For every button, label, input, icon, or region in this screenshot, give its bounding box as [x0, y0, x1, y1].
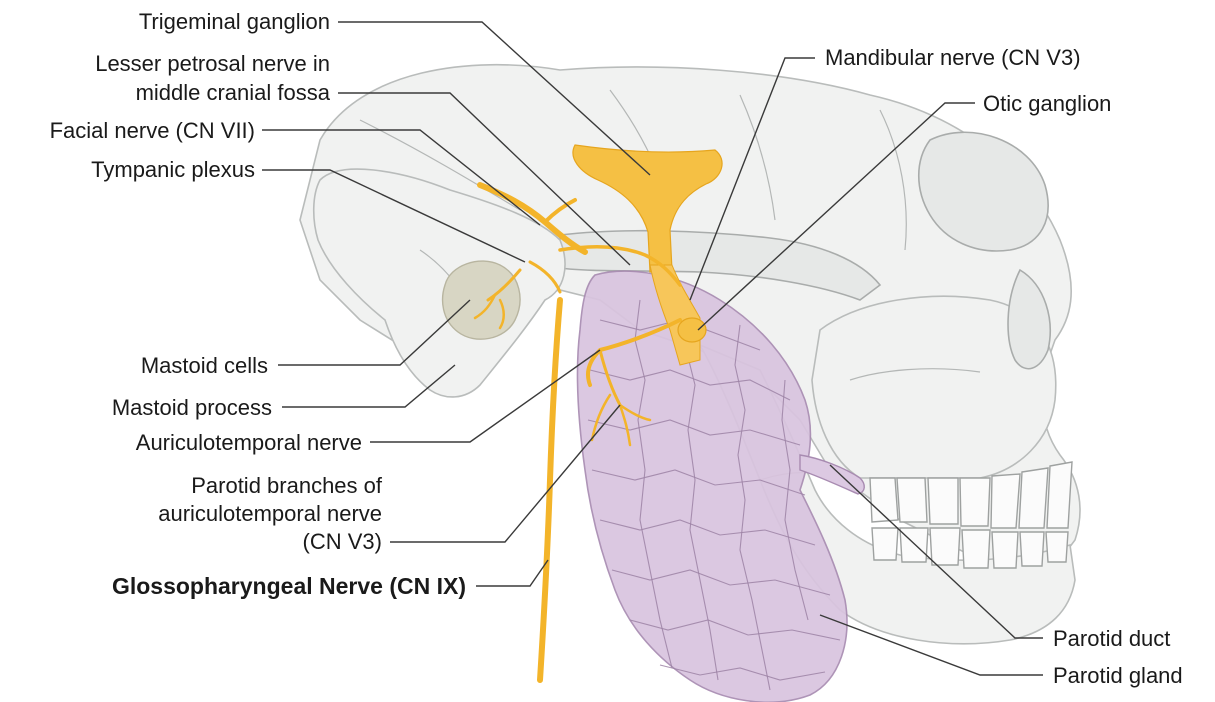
label-otic-ganglion: Otic ganglion	[983, 91, 1111, 116]
label-parotid-gland: Parotid gland	[1053, 663, 1183, 688]
label-facial-nerve: Facial nerve (CN VII)	[50, 118, 255, 143]
leader-glossopharyngeal	[476, 560, 548, 586]
teeth	[870, 462, 1072, 568]
label-mastoid-process: Mastoid process	[112, 395, 272, 420]
otic-ganglion	[678, 318, 706, 342]
label-glossopharyngeal-nerve: Glossopharyngeal Nerve (CN IX)	[112, 573, 466, 599]
label-parotid-duct: Parotid duct	[1053, 626, 1170, 651]
label-tympanic-plexus: Tympanic plexus	[91, 157, 255, 182]
mastoid-cells	[443, 261, 520, 339]
label-mandibular-nerve: Mandibular nerve (CN V3)	[825, 45, 1081, 70]
label-mastoid-cells: Mastoid cells	[141, 353, 268, 378]
label-parotid-branches-line2: auriculotemporal nerve	[158, 501, 382, 526]
label-parotid-branches-line3: (CN V3)	[303, 529, 382, 554]
label-lesser-petrosal-line1: Lesser petrosal nerve in	[95, 51, 330, 76]
label-trigeminal-ganglion: Trigeminal ganglion	[139, 9, 330, 34]
label-auriculotemporal-nerve: Auriculotemporal nerve	[136, 430, 362, 455]
label-parotid-branches-line1: Parotid branches of	[191, 473, 383, 498]
label-lesser-petrosal-line2: middle cranial fossa	[136, 80, 331, 105]
